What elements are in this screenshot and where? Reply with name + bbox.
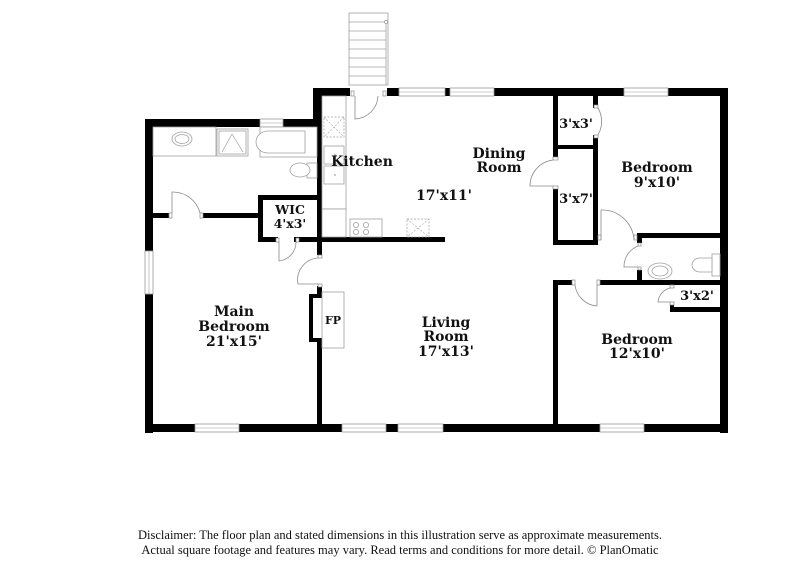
disclaimer-line-1: Disclaimer: The floor plan and stated di… <box>138 528 662 542</box>
stairs <box>348 12 389 86</box>
disclaimer-line-2: Actual square footage and features may v… <box>141 543 659 557</box>
main-bedroom-label-line2: Bedroom <box>198 319 270 335</box>
fixtures <box>152 95 721 349</box>
dining-label-line2: Room <box>476 160 521 176</box>
fireplace-label: FP <box>325 314 341 327</box>
interior-walls <box>145 96 728 428</box>
main-bedroom-dims: 21'x15' <box>206 334 262 350</box>
bedroom-ne-dims: 9'x10' <box>634 175 680 191</box>
windows <box>144 87 669 433</box>
living-label-line2: Room <box>423 329 468 345</box>
main-bedroom-label-line1: Main <box>214 304 254 320</box>
living-label-line1: Living <box>422 315 471 331</box>
living-dims: 17'x13' <box>418 344 474 360</box>
wic-dims: 4'x3' <box>274 216 307 231</box>
closet-3x7-dims: 3'x7' <box>559 192 593 207</box>
closet-3x3-dims: 3'x3' <box>559 117 593 132</box>
room-labels: Kitchen Dining Room 17'x11' Bedroom 9'x1… <box>198 117 714 362</box>
kitchen-label: Kitchen <box>331 154 393 170</box>
bedroom-se-label: Bedroom <box>601 332 673 348</box>
doors <box>168 90 675 307</box>
dining-label-line1: Dining <box>473 146 526 162</box>
bedroom-se-dims: 12'x10' <box>609 346 665 362</box>
wic-label: WIC <box>274 202 305 217</box>
dining-dims: 17'x11' <box>416 188 472 204</box>
bedroom-ne-label: Bedroom <box>621 160 693 176</box>
closet-3x2-dims: 3'x2' <box>680 289 714 304</box>
